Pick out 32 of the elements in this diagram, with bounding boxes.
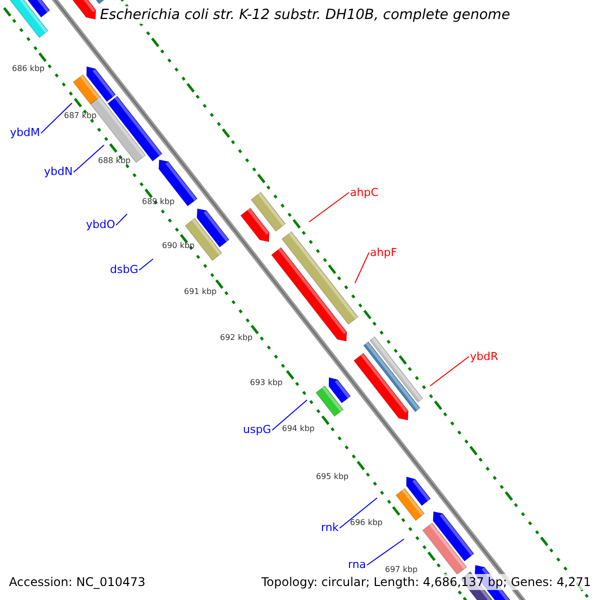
gene-label: dsbG bbox=[110, 263, 138, 276]
gene-label: ybdN bbox=[44, 165, 73, 178]
gene-label: ahpC bbox=[350, 186, 378, 199]
scale-label: 692 kbp bbox=[220, 333, 253, 343]
leader-line bbox=[116, 214, 128, 226]
leader-line bbox=[354, 252, 370, 284]
scale-label: 696 kbp bbox=[350, 518, 383, 528]
scale-label: 691 kbp bbox=[184, 287, 217, 297]
scale-label: 687 kbp bbox=[64, 111, 97, 121]
leader-line bbox=[73, 144, 104, 173]
scale-label: 695 kbp bbox=[316, 472, 349, 482]
gene-label: rna bbox=[348, 558, 366, 571]
scale-label: 686 kbp bbox=[12, 64, 45, 74]
scale-label: 689 kbp bbox=[142, 197, 175, 207]
gene-label: rnk bbox=[321, 521, 339, 534]
scale-label: 697 kbp bbox=[385, 565, 418, 575]
leader-line bbox=[366, 538, 404, 566]
leader-line bbox=[339, 498, 378, 529]
leader-line bbox=[272, 400, 308, 431]
scale-label: 693 kbp bbox=[250, 378, 283, 388]
gene-label: ybdR bbox=[470, 350, 498, 363]
leader-line bbox=[308, 192, 350, 222]
leader-line bbox=[430, 356, 470, 386]
gene-label: ahpF bbox=[370, 246, 398, 259]
gene-label: ybdM bbox=[10, 126, 40, 139]
scale-label: 690 kbp bbox=[162, 241, 195, 251]
gene-label: ybdO bbox=[86, 218, 116, 231]
scale-label: 688 kbp bbox=[98, 156, 131, 166]
leader-line bbox=[138, 258, 154, 271]
gene-label: uspG bbox=[243, 423, 272, 436]
scale-label: 694 kbp bbox=[282, 424, 315, 434]
leader-line bbox=[40, 102, 72, 134]
